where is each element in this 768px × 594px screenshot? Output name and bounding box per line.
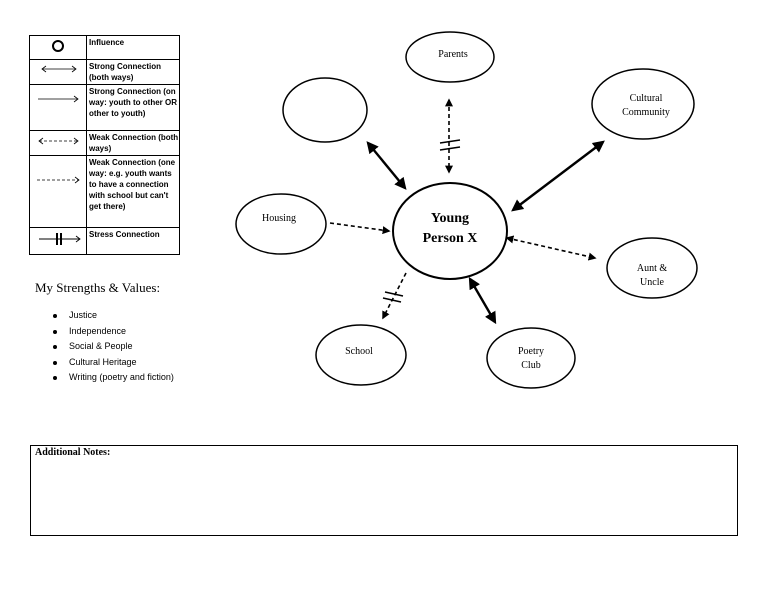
- connector-poetry: [468, 276, 497, 325]
- poetry-label-line2: Club: [521, 360, 540, 371]
- legend-text: Strong Connection (on way: youth to othe…: [86, 84, 180, 131]
- stress-mark: [439, 146, 461, 151]
- strengths-list: Justice Independence Social & People Cul…: [50, 308, 174, 386]
- connector-housing: [329, 222, 391, 235]
- dashed-double-arrow-icon: [38, 137, 79, 145]
- dashed-single-arrow-icon: [37, 176, 80, 184]
- poetry-label-line1: Poetry: [518, 346, 544, 357]
- legend-symbol-cell: [29, 84, 87, 131]
- legend-symbol-cell: [29, 227, 87, 255]
- node-school: School: [315, 324, 407, 386]
- double-arrow-icon: [41, 65, 77, 73]
- connector-empty: [366, 141, 407, 190]
- notes-label: Additional Notes:: [35, 447, 111, 458]
- aunt-label-line2: Uncle: [640, 277, 664, 288]
- node-young-person: Young Person X: [392, 182, 508, 280]
- strengths-title: My Strengths & Values:: [35, 280, 161, 295]
- connector-school: [382, 272, 407, 320]
- single-arrow-icon: [38, 95, 79, 103]
- aunt-label-line1: Aunt &: [637, 263, 668, 274]
- legend-text: Strong Connection (both ways): [86, 59, 180, 85]
- strength-item: Writing (poetry and fiction): [50, 370, 174, 386]
- node-aunt-uncle: Aunt & Uncle: [606, 237, 698, 299]
- stress-arrow-icon: [39, 233, 81, 245]
- legend-text: Weak Connection (one way: e.g. youth wan…: [86, 155, 180, 228]
- legend-text: Stress Connection: [86, 227, 180, 255]
- connector-cultural: [511, 140, 605, 212]
- cultural-label-line1: Cultural: [630, 93, 663, 104]
- stress-mark: [384, 291, 404, 297]
- parents-label: Parents: [438, 49, 468, 60]
- node-parents: Parents: [405, 31, 495, 83]
- legend-symbol-cell: [29, 155, 87, 228]
- school-label: School: [345, 346, 373, 357]
- node-cultural-community: Cultural Community: [591, 68, 695, 140]
- node-poetry-club: Poetry Club: [486, 327, 576, 389]
- connector-aunt: [505, 235, 597, 261]
- node-empty: [282, 77, 368, 143]
- legend-text: Weak Connection (both ways): [86, 130, 180, 156]
- stress-mark: [382, 297, 402, 303]
- strength-item: Social & People: [50, 339, 174, 355]
- circle-icon: [52, 40, 64, 52]
- center-label-line1: Young: [431, 211, 469, 226]
- strength-item: Cultural Heritage: [50, 355, 174, 371]
- cultural-label-line2: Community: [622, 107, 670, 118]
- additional-notes-box[interactable]: Additional Notes:: [30, 445, 738, 536]
- legend-symbol-cell: [29, 130, 87, 156]
- strength-item: Independence: [50, 324, 174, 340]
- legend-table: Influence Strong Connection (both ways) …: [29, 35, 180, 255]
- stress-mark: [439, 139, 461, 144]
- housing-label: Housing: [262, 213, 296, 224]
- center-label-line2: Person X: [423, 231, 478, 246]
- node-housing: Housing: [235, 193, 327, 255]
- strength-item: Justice: [50, 308, 174, 324]
